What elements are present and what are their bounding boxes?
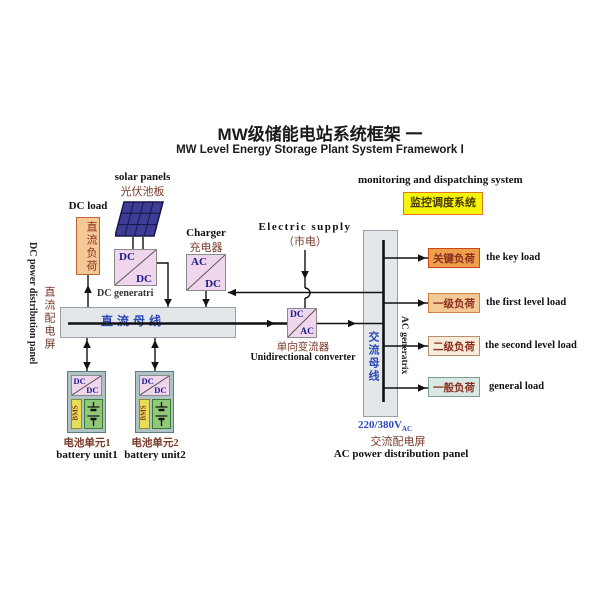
load-label-key: the key load	[486, 252, 541, 263]
dc-load-label: DC load	[68, 200, 108, 212]
battery-unit-1-label-en: battery unit1	[56, 449, 118, 461]
monitoring-box: 监控调度系统	[403, 192, 483, 215]
battery-icon	[87, 402, 99, 426]
arrowheads	[83, 254, 426, 392]
converter-output-label: DC	[86, 384, 99, 395]
battery-cell-box	[83, 399, 103, 429]
load-box-second: 二级负荷	[428, 336, 480, 356]
ac-panel-label-zh: 交流配电屏	[370, 436, 426, 448]
dc-panel-label-zh: 直流配电屏	[43, 286, 55, 351]
voltage-unit: AC	[401, 425, 413, 434]
battery-unit-1-label-zh: 电池单元1	[63, 438, 111, 449]
dc-panel-label-en: DC power distribution panel	[27, 242, 38, 365]
electric-supply-label-zh: （市电）	[283, 236, 327, 248]
voltage-value: 220/380V	[357, 419, 402, 431]
bms-box: BMS	[138, 399, 150, 429]
battery-unit-1: DC DC BMS	[67, 371, 106, 433]
diagonal-line	[71, 375, 101, 395]
solar-panel-icon	[115, 201, 164, 237]
ac-panel-label-en: AC power distribution panel	[333, 448, 469, 460]
ac-bus-label: 交流母线	[367, 331, 379, 383]
battery-icon	[155, 402, 167, 426]
battery-cell-box	[151, 399, 171, 429]
converter-output-label: DC	[154, 384, 167, 395]
converter-input-label: AC	[191, 256, 207, 268]
converter-input-label: DC	[119, 251, 135, 263]
battery-dcdc-converter: DC DC	[70, 374, 102, 396]
solar-dcdc-converter: DC DC	[114, 249, 157, 286]
load-box-key: 关键负荷	[428, 248, 480, 268]
voltage-label: 220/380VAC	[341, 419, 429, 433]
diagonal-line	[115, 250, 156, 285]
page-subtitle: MW Level Energy Storage Plant System Fra…	[176, 144, 464, 156]
monitoring-label-en: monitoring and dispatching system	[358, 174, 523, 186]
diagonal-line	[288, 309, 316, 337]
unidirectional-converter-label-en: Unidirectional converter	[250, 352, 356, 363]
battery-dcdc-converter: DC DC	[138, 374, 170, 396]
solar-panels-label-en: solar panels	[114, 171, 171, 183]
battery-unit-2: DC DC BMS	[135, 371, 174, 433]
diagonal-line	[139, 375, 169, 395]
converter-input-label: DC	[73, 375, 86, 386]
load-box-general: 一般负荷	[428, 377, 480, 397]
electric-supply-label-en: Electric supply	[258, 221, 352, 233]
charger-label-zh: 充电器	[189, 242, 223, 254]
converter-output-label: DC	[136, 273, 152, 285]
bms-box: BMS	[70, 399, 82, 429]
ac-generatrix-label: AC generatrix	[399, 316, 409, 375]
converter-output-label: AC	[300, 327, 314, 337]
load-label-general: general load	[489, 381, 545, 392]
load-label-second: the second level load	[485, 340, 577, 351]
unidirectional-converter: DC AC	[287, 308, 317, 338]
bms-label: BMS	[139, 405, 148, 421]
converter-input-label: DC	[290, 310, 304, 320]
diagonal-line	[187, 255, 225, 290]
battery-unit-2-label-zh: 电池单元2	[131, 438, 179, 449]
bms-label: BMS	[71, 405, 80, 421]
charger-converter: AC DC	[186, 254, 226, 291]
unidirectional-converter-label-zh: 单向变流器	[276, 342, 330, 353]
charger-label-en: Charger	[186, 227, 226, 239]
solar-panels-label-zh: 光伏池板	[120, 186, 165, 198]
dc-load-box: 直流负荷	[76, 217, 100, 275]
page-title: MW级储能电站系统框架 一	[217, 125, 423, 144]
battery-unit-2-label-en: battery unit2	[124, 449, 186, 461]
dc-generatrix-label: DC generatri	[97, 288, 154, 299]
converter-output-label: DC	[205, 278, 221, 290]
load-box-first: 一级负荷	[428, 293, 480, 313]
converter-input-label: DC	[141, 375, 154, 386]
load-label-first: the first level load	[486, 297, 567, 308]
